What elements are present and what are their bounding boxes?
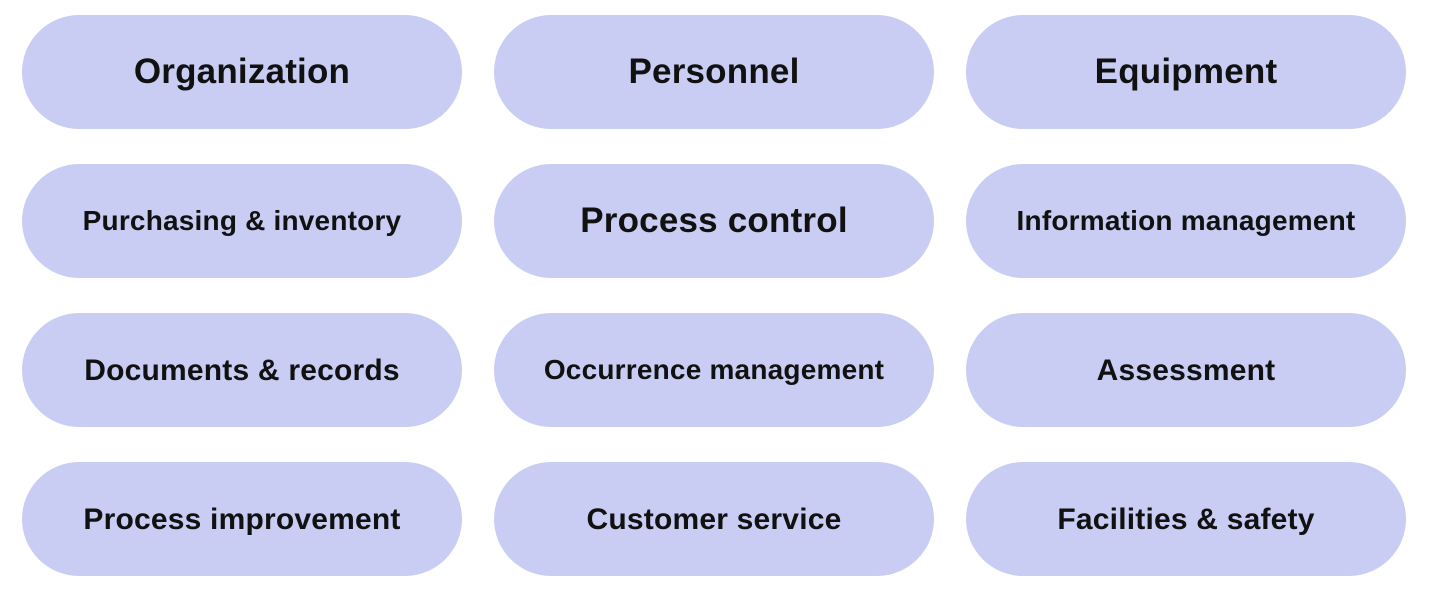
pill-label-facilities-safety: Facilities & safety: [1057, 502, 1315, 536]
pill-customer-service: Customer service: [494, 462, 934, 576]
pill-documents-records: Documents & records: [22, 313, 462, 427]
pill-label-organization: Organization: [133, 51, 351, 91]
pill-label-customer-service: Customer service: [586, 502, 842, 536]
pill-occurrence-management: Occurrence management: [494, 313, 934, 427]
pill-organization: Organization: [22, 15, 462, 129]
pill-label-equipment: Equipment: [1094, 51, 1278, 91]
pill-label-process-control: Process control: [580, 200, 848, 240]
pill-label-documents-records: Documents & records: [84, 353, 400, 387]
pill-purchasing-inventory: Purchasing & inventory: [22, 164, 462, 278]
pill-process-control: Process control: [494, 164, 934, 278]
pill-equipment: Equipment: [966, 15, 1406, 129]
pill-label-process-improvement: Process improvement: [83, 502, 401, 536]
pill-label-purchasing-inventory: Purchasing & inventory: [82, 204, 402, 236]
pill-facilities-safety: Facilities & safety: [966, 462, 1406, 576]
pill-label-personnel: Personnel: [628, 51, 800, 91]
pill-label-information-management: Information management: [1016, 204, 1356, 236]
pill-information-management: Information management: [966, 164, 1406, 278]
pill-label-assessment: Assessment: [1096, 353, 1276, 387]
pill-grid: Organization Personnel Equipment Purchas…: [22, 15, 1406, 576]
pill-assessment: Assessment: [966, 313, 1406, 427]
pill-personnel: Personnel: [494, 15, 934, 129]
pill-process-improvement: Process improvement: [22, 462, 462, 576]
pill-label-occurrence-management: Occurrence management: [543, 353, 885, 385]
